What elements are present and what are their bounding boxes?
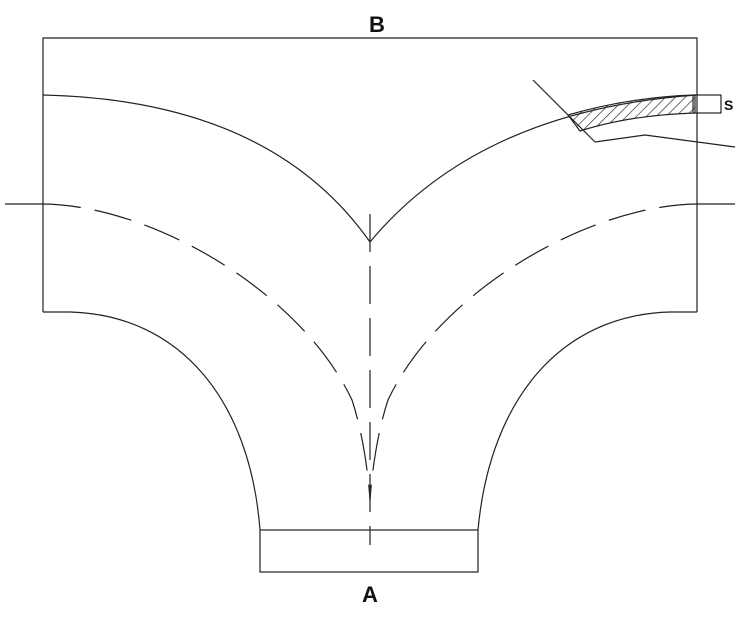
label-bottom-port: A <box>362 582 378 607</box>
hatched-wall-section <box>566 94 696 132</box>
label-top-port: B <box>369 12 385 37</box>
centerline-arc-left <box>42 203 371 501</box>
branch-curve-left <box>43 311 261 531</box>
label-thickness: S <box>724 97 733 113</box>
leader-line-diagonal <box>532 79 596 143</box>
leader-line-horizontal <box>594 134 736 148</box>
centerline-arc-right <box>369 203 698 501</box>
bottom-port-rect <box>259 529 479 573</box>
branch-curve-right <box>477 311 697 531</box>
body-outline-top <box>42 37 698 312</box>
outer-arc-left <box>42 94 371 243</box>
